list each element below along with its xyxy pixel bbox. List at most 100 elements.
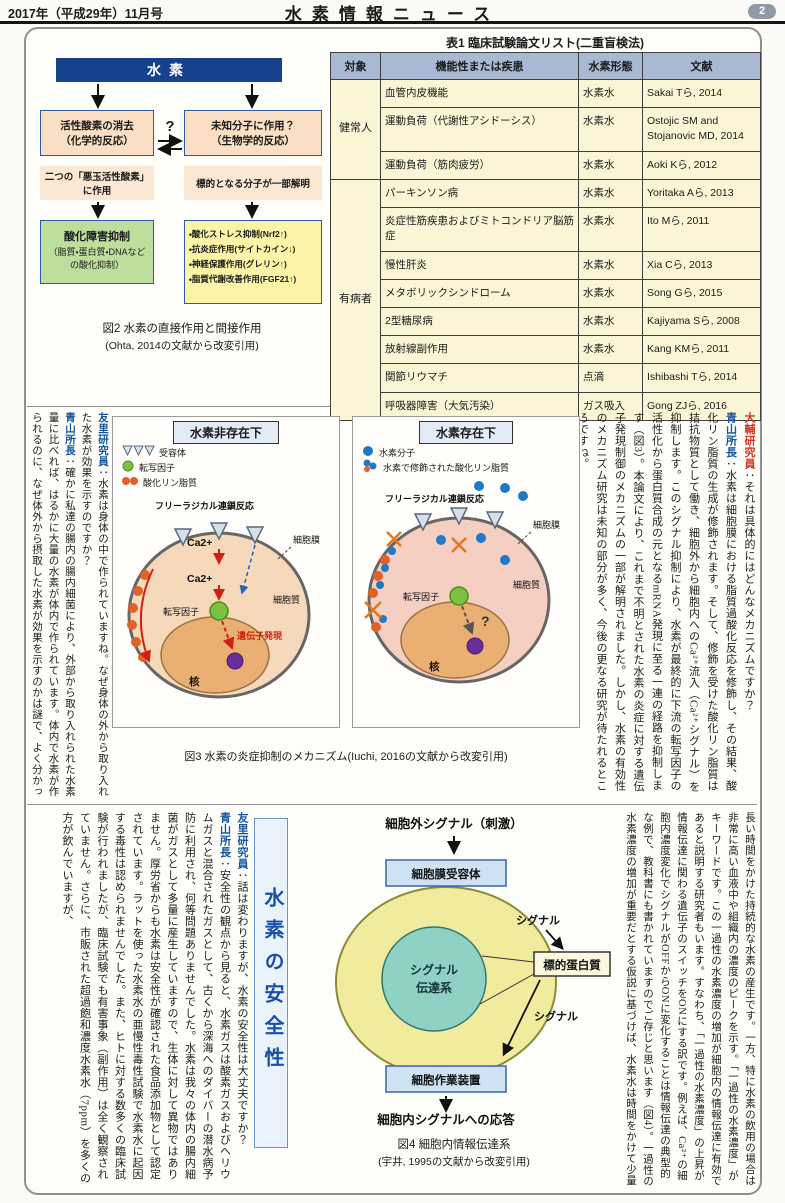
paragraph-text: 長い時間をかけた持続的な水素の産生です。一方、特に水素の飲用の場合は非常に高い血… [625, 812, 755, 1187]
form-cell: 水素水 [578, 107, 643, 152]
figure2-flowchart: 水素 活性酸素の消去 （化学的反応） ? 未知分子に作用？ （生物学的反応） 二… [36, 48, 328, 400]
table-row: 放射線副作用 水素水 Kang KMら, 2011 [331, 335, 761, 365]
disease-cell: 血管内皮機能 [380, 78, 579, 109]
subject-cell-healthy: 健常人 [330, 79, 381, 180]
form-cell: 水素水 [578, 278, 643, 308]
oxidized-phospholipid-icon [121, 474, 139, 492]
table-row: 健常人 血管内皮機能 水素水 Sakai Tら, 2014 [330, 78, 761, 180]
cell-diagram-with-hydrogen: フリーラジカル連鎖反応 細胞膜 転写因子 細胞質 ? 核 [364, 481, 560, 684]
disease-cell: 慢性肝炎 [380, 250, 579, 280]
reference-cell: Ostojic SM and Stojanovic MD, 2014 [642, 107, 761, 152]
form-cell: 水素水 [578, 178, 643, 209]
signal-hub [381, 926, 487, 1032]
table-row: 運動負荷（代謝性アシドーシス） 水素水 Ostojic SM and Stoja… [331, 107, 761, 152]
speaker-aoyama: 青山所長 [218, 812, 231, 858]
table-row: メタボリックシンドローム 水素水 Song Gら, 2015 [331, 278, 761, 308]
table-row: 有病者 パーキンソン病 水素水 Yoritaka Aら, 2013 [330, 178, 761, 421]
reference-cell: Xia Cら, 2013 [642, 250, 761, 280]
disease-cell: 放射線副作用 [380, 335, 579, 365]
dialog-mechanism-left: 友里研究員：水素は身体の中で作られていますね。なぜ身体の外から取り入れた水素が効… [32, 412, 110, 800]
disease-cell: 運動負荷（代謝性アシドーシス） [380, 107, 579, 152]
disease-cell: 関節リウマチ [380, 363, 579, 393]
legend-item: 酸化リン脂質 [113, 474, 339, 489]
figure2-caption-source: (Ohta, 2014の文献から改変引用) [105, 340, 259, 352]
dialog-text: ：水素は身体の中で作られていますね。なぜ身体の外から取り入れた水素が効果を示すの… [80, 412, 109, 797]
target-protein-box [533, 951, 611, 977]
cell-machinery-box [385, 1065, 507, 1093]
transcription-factor-label: 転写因子 [403, 592, 439, 602]
signal-hub-label: シグナル [410, 962, 458, 977]
indirect-effect-item: ・酸化ストレス抑制(Nrf2↑) [189, 229, 287, 239]
dialog-paragraph: 大輔研究員：それは具体的にはどんなメカニズムですか？ [740, 412, 759, 800]
panel-no-hydrogen: 水素非存在下 受容体 転写因子 酸化リン脂質 [112, 416, 340, 728]
free-radical-label: フリーラジカル連鎖反応 [385, 493, 484, 504]
dialog-paragraph: 青山所長：確かに私達の腸内の腸内細菌により、外部から取り入れられた水素量に比べれ… [32, 412, 77, 800]
legend-item: 転写因子 [113, 459, 339, 474]
signal-label-lower: シグナル [534, 1009, 578, 1023]
clinical-trials-table: 対象 機能性または疾患 水素形態 文献 健常人 血管内皮機能 水素水 Sakai… [330, 52, 761, 421]
table-row: 関節リウマチ 点滴 Ishibashi Tら, 2014 [331, 363, 761, 393]
target-protein-label: 標的蛋白質 [543, 958, 601, 972]
table1-title: 表1 臨床試験論文リスト(二重盲検法) [445, 36, 644, 50]
col-header-reference: 文献 [642, 52, 761, 80]
dialog-text: ：安全性の観点から見ると、水素ガスは酸素ガスおよびヘリウムガスと混合されたガスと… [61, 812, 231, 1185]
table-row: 炎症性筋疾患およびミトコンドリア脳筋症 水素水 Ito Mら, 2011 [331, 207, 761, 252]
signal-transduction-diagram: 細胞外シグナル（刺激） 細胞膜受容体 シグナル 伝達系 標的蛋白質 シグナル シ… [335, 816, 611, 1126]
dialog-paragraph: 青山所長：安全性の観点から見ると、水素ガスは酸素ガスおよびヘリウムガスと混合され… [58, 812, 233, 1188]
form-cell: 水素水 [578, 150, 643, 180]
dialog-text: ：水素は細胞膜における脂質過酸化反応を修飾し、その結果、酸化リン脂質の生成が修飾… [582, 412, 737, 793]
disease-cell: 2型糖尿病 [380, 306, 579, 337]
reference-cell: Kang KMら, 2011 [642, 335, 761, 365]
direct-action-box: 活性酸素の消去 （化学的反応） [40, 110, 154, 156]
indirect-action-box: 未知分子に作用？ （生物学的反応） [184, 110, 322, 156]
dialog-paragraph: 友里研究員：水素は身体の中で作られていますね。なぜ身体の外から取り入れた水素が効… [77, 412, 110, 800]
reference-cell: Aoki Kら, 2012 [642, 150, 761, 180]
question-label: ? [481, 613, 490, 629]
paragraph: 長い時間をかけた持続的な水素の産生です。一方、特に水素の飲用の場合は非常に高い血… [620, 812, 758, 1188]
panel-title: 水素存在下 [418, 421, 513, 444]
section-divider-2 [27, 804, 757, 805]
figure3-inflammation-mechanism: 水素非存在下 受容体 転写因子 酸化リン脂質 [112, 416, 580, 798]
legend-item: 水素で修飾された酸化リン脂質 [353, 459, 579, 474]
disease-cell: 呼吸器障害（大気汚染） [380, 391, 579, 421]
speaker-yuri: 友里研究員 [97, 412, 108, 467]
col-header-subject: 対象 [330, 52, 381, 80]
subject-cell-patients: 有病者 [330, 178, 381, 421]
ca-label: Ca2+ [187, 537, 212, 549]
disease-cell: メタボリックシンドローム [380, 278, 579, 308]
panel-title: 水素非存在下 [172, 421, 279, 444]
indirect-note: 標的となる分子が一部解明 [184, 166, 322, 200]
form-cell: 水素水 [578, 207, 643, 252]
header-rule [0, 21, 785, 24]
cytoplasm-label: 細胞質 [273, 594, 300, 605]
direct-note: 二つの「悪玉活性酸素」に作用 [40, 166, 154, 200]
form-cell: ガス吸入 [578, 391, 643, 421]
col-header-disease: 機能性または疾患 [380, 52, 579, 80]
signal-label-upper: シグナル [516, 913, 560, 927]
hydrogen-header: 水素 [56, 58, 282, 82]
disease-cell: 運動負荷（筋肉疲労） [380, 150, 579, 180]
membrane-receptor-box [385, 859, 507, 887]
nucleus-label: 核 [189, 675, 200, 688]
signal-hub-label: 伝達系 [415, 980, 452, 995]
reference-cell: Yoritaka Aら, 2013 [642, 178, 761, 209]
table-row: 慢性肝炎 水素水 Xia Cら, 2013 [331, 250, 761, 280]
gene-expression-label: 遺伝子発現 [237, 630, 282, 641]
reference-cell: Kajiyama Sら, 2008 [642, 306, 761, 337]
form-cell: 点滴 [578, 363, 643, 393]
intracellular-response-label: 細胞内シグナルへの応答 [376, 1112, 515, 1126]
indirect-action-line2: （生物学的反応） [211, 135, 295, 147]
free-radical-label: フリーラジカル連鎖反応 [155, 500, 254, 511]
page-number-badge: 2 [748, 4, 776, 19]
dialog-paragraph: 青山所長：水素は細胞膜における脂質過酸化反応を修飾し、その結果、酸化リン脂質の生… [582, 412, 740, 800]
continuation-text: 長い時間をかけた持続的な水素の産生です。一方、特に水素の飲用の場合は非常に高い血… [620, 812, 758, 1188]
legend-item: 受容体 [113, 444, 339, 459]
receptor-icon [121, 444, 155, 462]
reference-cell: Sakai Tら, 2014 [642, 78, 761, 109]
hydrogen-molecule-icon [361, 444, 375, 462]
flowchart-arrows [91, 84, 259, 219]
direct-action-line1: 活性酸素の消去 [60, 120, 134, 132]
table-row: 運動負荷（筋肉疲労） 水素水 Aoki Kら, 2012 [331, 150, 761, 180]
form-cell: 水素水 [578, 78, 643, 109]
